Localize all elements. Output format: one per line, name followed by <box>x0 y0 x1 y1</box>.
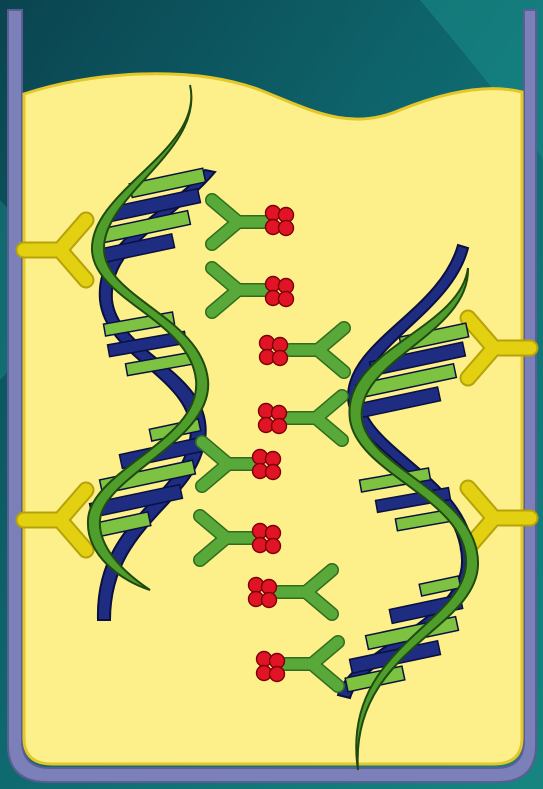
immunoassay-illustration <box>0 0 543 789</box>
